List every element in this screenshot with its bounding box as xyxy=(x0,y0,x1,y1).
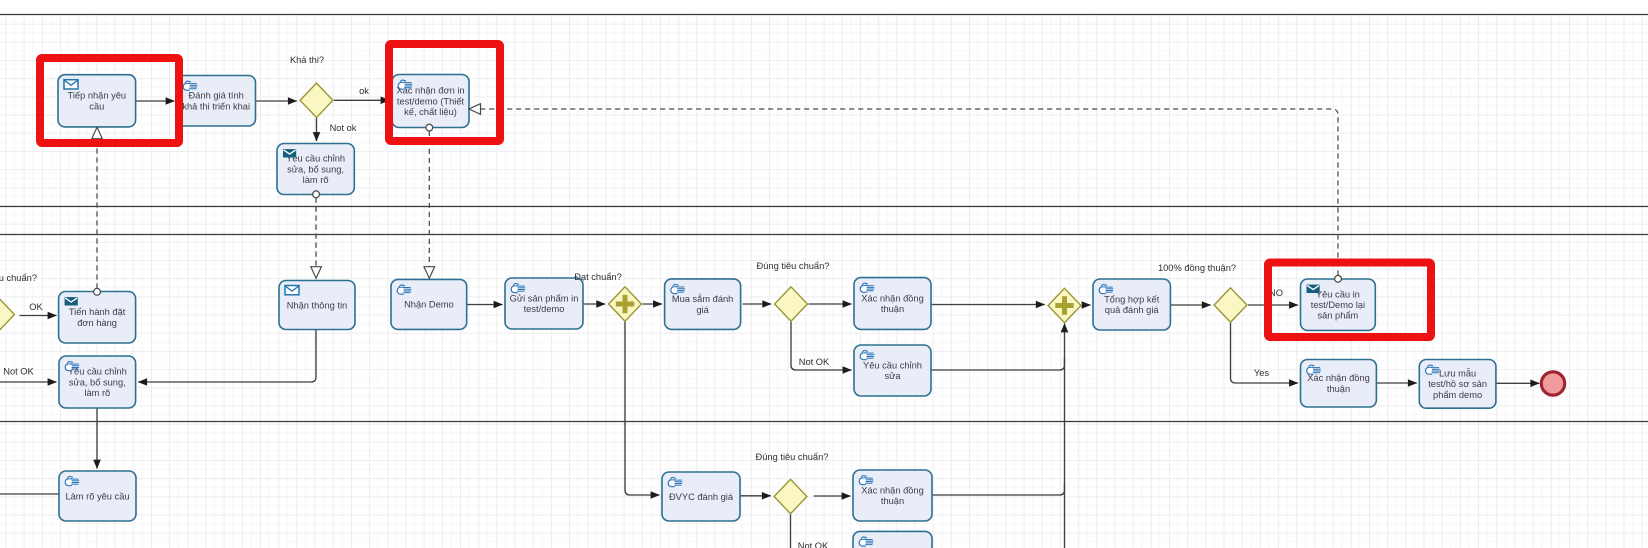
svg-text:phẩm demo: phẩm demo xyxy=(1433,390,1482,400)
svg-text:Làm rõ yêu cầu: Làm rõ yêu cầu xyxy=(65,491,129,501)
svg-text:sửa, bổ sung,: sửa, bổ sung, xyxy=(69,377,126,387)
svg-text:làm rõ: làm rõ xyxy=(84,388,110,398)
svg-text:u chuẩn?: u chuẩn? xyxy=(0,273,37,283)
svg-text:Nhận thông tin: Nhận thông tin xyxy=(287,300,347,310)
svg-text:Yêu cầu in: Yêu cầu in xyxy=(1316,289,1360,299)
svg-text:Not ok: Not ok xyxy=(330,123,357,133)
svg-text:đơn hàng: đơn hàng xyxy=(77,318,117,328)
svg-text:test/Demo lại: test/Demo lại xyxy=(1311,300,1365,310)
svg-text:ok: ok xyxy=(359,86,369,96)
svg-text:Tiếp nhận yêu: Tiếp nhận yêu xyxy=(68,91,127,101)
svg-text:Tổng hợp kết: Tổng hợp kết xyxy=(1104,294,1160,304)
svg-text:Not OK: Not OK xyxy=(3,367,34,377)
svg-text:quả đánh giá: quả đánh giá xyxy=(1105,305,1160,315)
svg-text:test/demo: test/demo xyxy=(524,304,565,314)
svg-text:làm rõ: làm rõ xyxy=(303,175,329,185)
svg-text:Yêu cầu chỉnh: Yêu cầu chỉnh xyxy=(286,154,345,164)
svg-text:Lưu mẫu: Lưu mẫu xyxy=(1439,368,1476,378)
svg-text:thuận: thuận xyxy=(881,496,904,506)
svg-text:cầu: cầu xyxy=(89,101,104,111)
svg-text:test/hồ sơ sản: test/hồ sơ sản xyxy=(1428,379,1487,389)
svg-text:OK: OK xyxy=(29,302,43,312)
svg-text:test/demo (Thiết: test/demo (Thiết xyxy=(397,96,465,106)
svg-text:sửa, bổ sung,: sửa, bổ sung, xyxy=(287,164,344,174)
svg-text:Xác nhận đồng: Xác nhận đồng xyxy=(861,293,924,303)
svg-text:sản phẩm: sản phẩm xyxy=(1317,311,1358,321)
svg-text:thuận: thuận xyxy=(1327,384,1350,394)
svg-text:Yes: Yes xyxy=(1254,368,1270,378)
svg-text:Xác nhận đồng: Xác nhận đồng xyxy=(861,485,924,495)
svg-text:Yêu cầu chỉnh: Yêu cầu chỉnh xyxy=(863,360,922,370)
svg-text:kế, chất liệu): kế, chất liệu) xyxy=(404,107,457,117)
svg-text:Đạt chuẩn?: Đạt chuẩn? xyxy=(574,272,622,282)
svg-text:Not OK: Not OK xyxy=(799,357,830,367)
svg-text:Tiến hành đặt: Tiến hành đặt xyxy=(69,307,126,317)
svg-text:khả thi triển khai: khả thi triển khai xyxy=(182,101,250,111)
svg-text:Gửi sản phẩm in: Gửi sản phẩm in xyxy=(510,293,579,303)
svg-text:Not OK: Not OK xyxy=(798,541,829,548)
svg-text:Yêu cầu chỉnh: Yêu cầu chỉnh xyxy=(68,367,127,377)
svg-text:NO: NO xyxy=(1269,288,1283,298)
svg-text:thuận: thuận xyxy=(881,304,904,314)
svg-text:ĐVYC đánh giá: ĐVYC đánh giá xyxy=(669,492,734,502)
svg-text:Xác nhận đơn in: Xác nhận đơn in xyxy=(396,86,464,96)
svg-text:Nhận Demo: Nhận Demo xyxy=(404,300,454,310)
svg-text:Mua sắm đánh: Mua sắm đánh xyxy=(672,294,734,304)
svg-text:100% đồng thuận?: 100% đồng thuận? xyxy=(1158,263,1236,273)
svg-text:Khả thi?: Khả thi? xyxy=(290,55,324,65)
svg-text:giá: giá xyxy=(696,305,709,315)
svg-text:Đánh giá tính: Đánh giá tính xyxy=(189,91,244,101)
svg-text:Đúng tiêu chuẩn?: Đúng tiêu chuẩn? xyxy=(757,261,830,271)
svg-text:Đúng tiêu chuẩn?: Đúng tiêu chuẩn? xyxy=(756,452,829,462)
svg-text:Xác nhận đồng: Xác nhận đồng xyxy=(1307,373,1370,383)
svg-text:sửa: sửa xyxy=(884,371,901,381)
